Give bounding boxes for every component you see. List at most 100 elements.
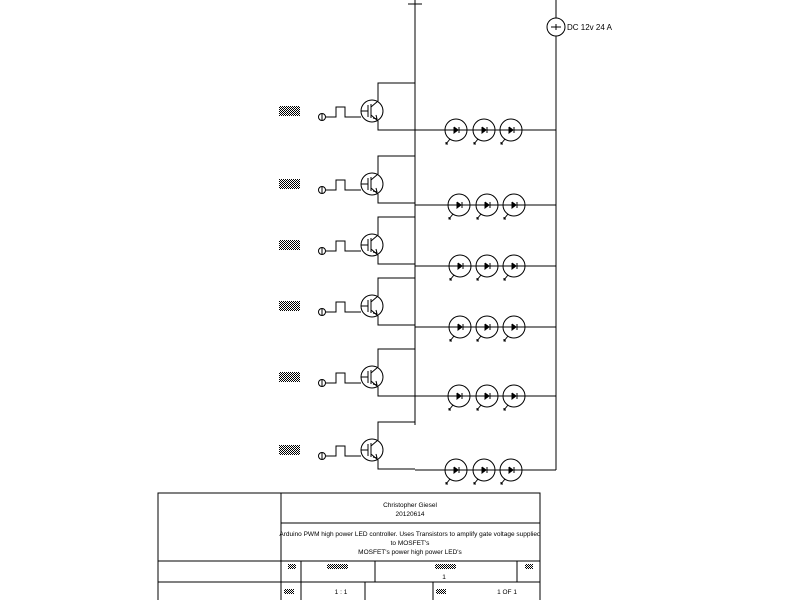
channel-5 bbox=[279, 349, 556, 410]
led-emission-arrow bbox=[501, 139, 505, 144]
led-emission-head bbox=[504, 278, 506, 280]
led-emission-head bbox=[504, 217, 506, 219]
ground-symbol bbox=[408, 0, 422, 4]
led-emission-head bbox=[450, 278, 452, 280]
description-line-1: Arduino PWM high power LED controller. U… bbox=[279, 531, 541, 538]
transistor-arrow bbox=[373, 188, 377, 192]
led-emission-arrow bbox=[477, 214, 481, 219]
led-emission-head bbox=[446, 142, 448, 144]
led-icon bbox=[448, 194, 470, 216]
led-emission-arrow bbox=[477, 275, 481, 280]
led-emission-arrow bbox=[446, 479, 450, 484]
channel-input-label bbox=[279, 240, 300, 250]
transistor-drain bbox=[371, 440, 378, 446]
led-icon bbox=[449, 255, 471, 277]
led-emission-head bbox=[449, 408, 451, 410]
transistor-drain bbox=[371, 367, 378, 373]
channels-layer bbox=[279, 83, 556, 484]
led-diode bbox=[485, 324, 489, 330]
led-icon bbox=[503, 316, 525, 338]
title-block-frame bbox=[158, 493, 540, 600]
revision-value: 1 bbox=[442, 574, 446, 581]
led-emission-arrow bbox=[449, 214, 453, 219]
transistor-arrow bbox=[373, 454, 377, 458]
led-icon bbox=[476, 385, 498, 407]
transistor-drain bbox=[371, 174, 378, 180]
drain-wire bbox=[378, 278, 415, 296]
drain-wire bbox=[378, 422, 415, 440]
led-emission-head bbox=[504, 339, 506, 341]
led-diode bbox=[485, 393, 489, 399]
led-diode bbox=[457, 393, 461, 399]
transistor-arrow bbox=[373, 115, 377, 119]
sheet-value: 1 OF 1 bbox=[497, 589, 517, 596]
transistor-arrow bbox=[373, 310, 377, 314]
led-emission-arrow bbox=[450, 275, 454, 280]
led-emission-head bbox=[450, 339, 452, 341]
channel-input-label bbox=[279, 445, 300, 455]
drain-wire bbox=[378, 83, 415, 101]
led-icon bbox=[503, 255, 525, 277]
led-diode bbox=[512, 263, 516, 269]
led-diode bbox=[457, 202, 461, 208]
led-diode bbox=[482, 127, 486, 133]
led-icon bbox=[445, 119, 467, 141]
led-emission-arrow bbox=[477, 336, 481, 341]
channel-2 bbox=[279, 156, 556, 219]
led-emission-arrow bbox=[450, 336, 454, 341]
led-icon bbox=[448, 385, 470, 407]
led-emission-head bbox=[501, 142, 503, 144]
led-emission-arrow bbox=[474, 139, 478, 144]
led-emission-head bbox=[477, 278, 479, 280]
led-emission-arrow bbox=[504, 275, 508, 280]
led-emission-arrow bbox=[446, 139, 450, 144]
source-wire bbox=[378, 460, 415, 469]
transistor-arrow bbox=[373, 381, 377, 385]
led-emission-arrow bbox=[474, 479, 478, 484]
led-diode bbox=[458, 324, 462, 330]
author-name: Christopher Giesel bbox=[383, 502, 437, 509]
led-emission-arrow bbox=[504, 336, 508, 341]
led-icon bbox=[476, 255, 498, 277]
dc-source-symbol bbox=[547, 0, 565, 36]
source-wire bbox=[378, 255, 415, 264]
led-emission-head bbox=[474, 142, 476, 144]
led-emission-head bbox=[474, 482, 476, 484]
pwm-pulse-trace bbox=[326, 302, 355, 312]
drawing-date: 20120614 bbox=[396, 511, 425, 518]
led-emission-head bbox=[446, 482, 448, 484]
led-emission-head bbox=[477, 408, 479, 410]
title-block-hatch-label bbox=[284, 589, 294, 594]
source-wire bbox=[378, 316, 415, 325]
pwm-pulse-trace bbox=[326, 241, 355, 251]
title-block-hatch-label bbox=[435, 564, 456, 569]
led-icon bbox=[503, 385, 525, 407]
led-emission-arrow bbox=[504, 214, 508, 219]
led-diode bbox=[454, 127, 458, 133]
led-icon bbox=[449, 316, 471, 338]
drain-wire bbox=[378, 349, 415, 367]
channel-input-label bbox=[279, 301, 300, 311]
channel-input-label bbox=[279, 372, 300, 382]
pwm-pulse-trace bbox=[326, 373, 355, 383]
led-emission-head bbox=[477, 339, 479, 341]
led-icon bbox=[500, 459, 522, 481]
led-diode bbox=[512, 202, 516, 208]
title-block-hatch-label bbox=[436, 589, 446, 594]
led-diode bbox=[509, 467, 513, 473]
led-icon bbox=[473, 119, 495, 141]
led-emission-arrow bbox=[501, 479, 505, 484]
description-line-2: to MOSFET's bbox=[391, 540, 431, 547]
led-emission-head bbox=[504, 408, 506, 410]
source-wire bbox=[378, 194, 415, 203]
transistor-drain bbox=[371, 296, 378, 302]
led-icon bbox=[476, 316, 498, 338]
channel-input-label bbox=[279, 106, 300, 116]
channel-4 bbox=[279, 278, 556, 341]
led-icon bbox=[445, 459, 467, 481]
transistor-drain bbox=[371, 235, 378, 241]
led-diode bbox=[454, 467, 458, 473]
channel-1 bbox=[279, 83, 556, 144]
drain-wire bbox=[378, 156, 415, 174]
